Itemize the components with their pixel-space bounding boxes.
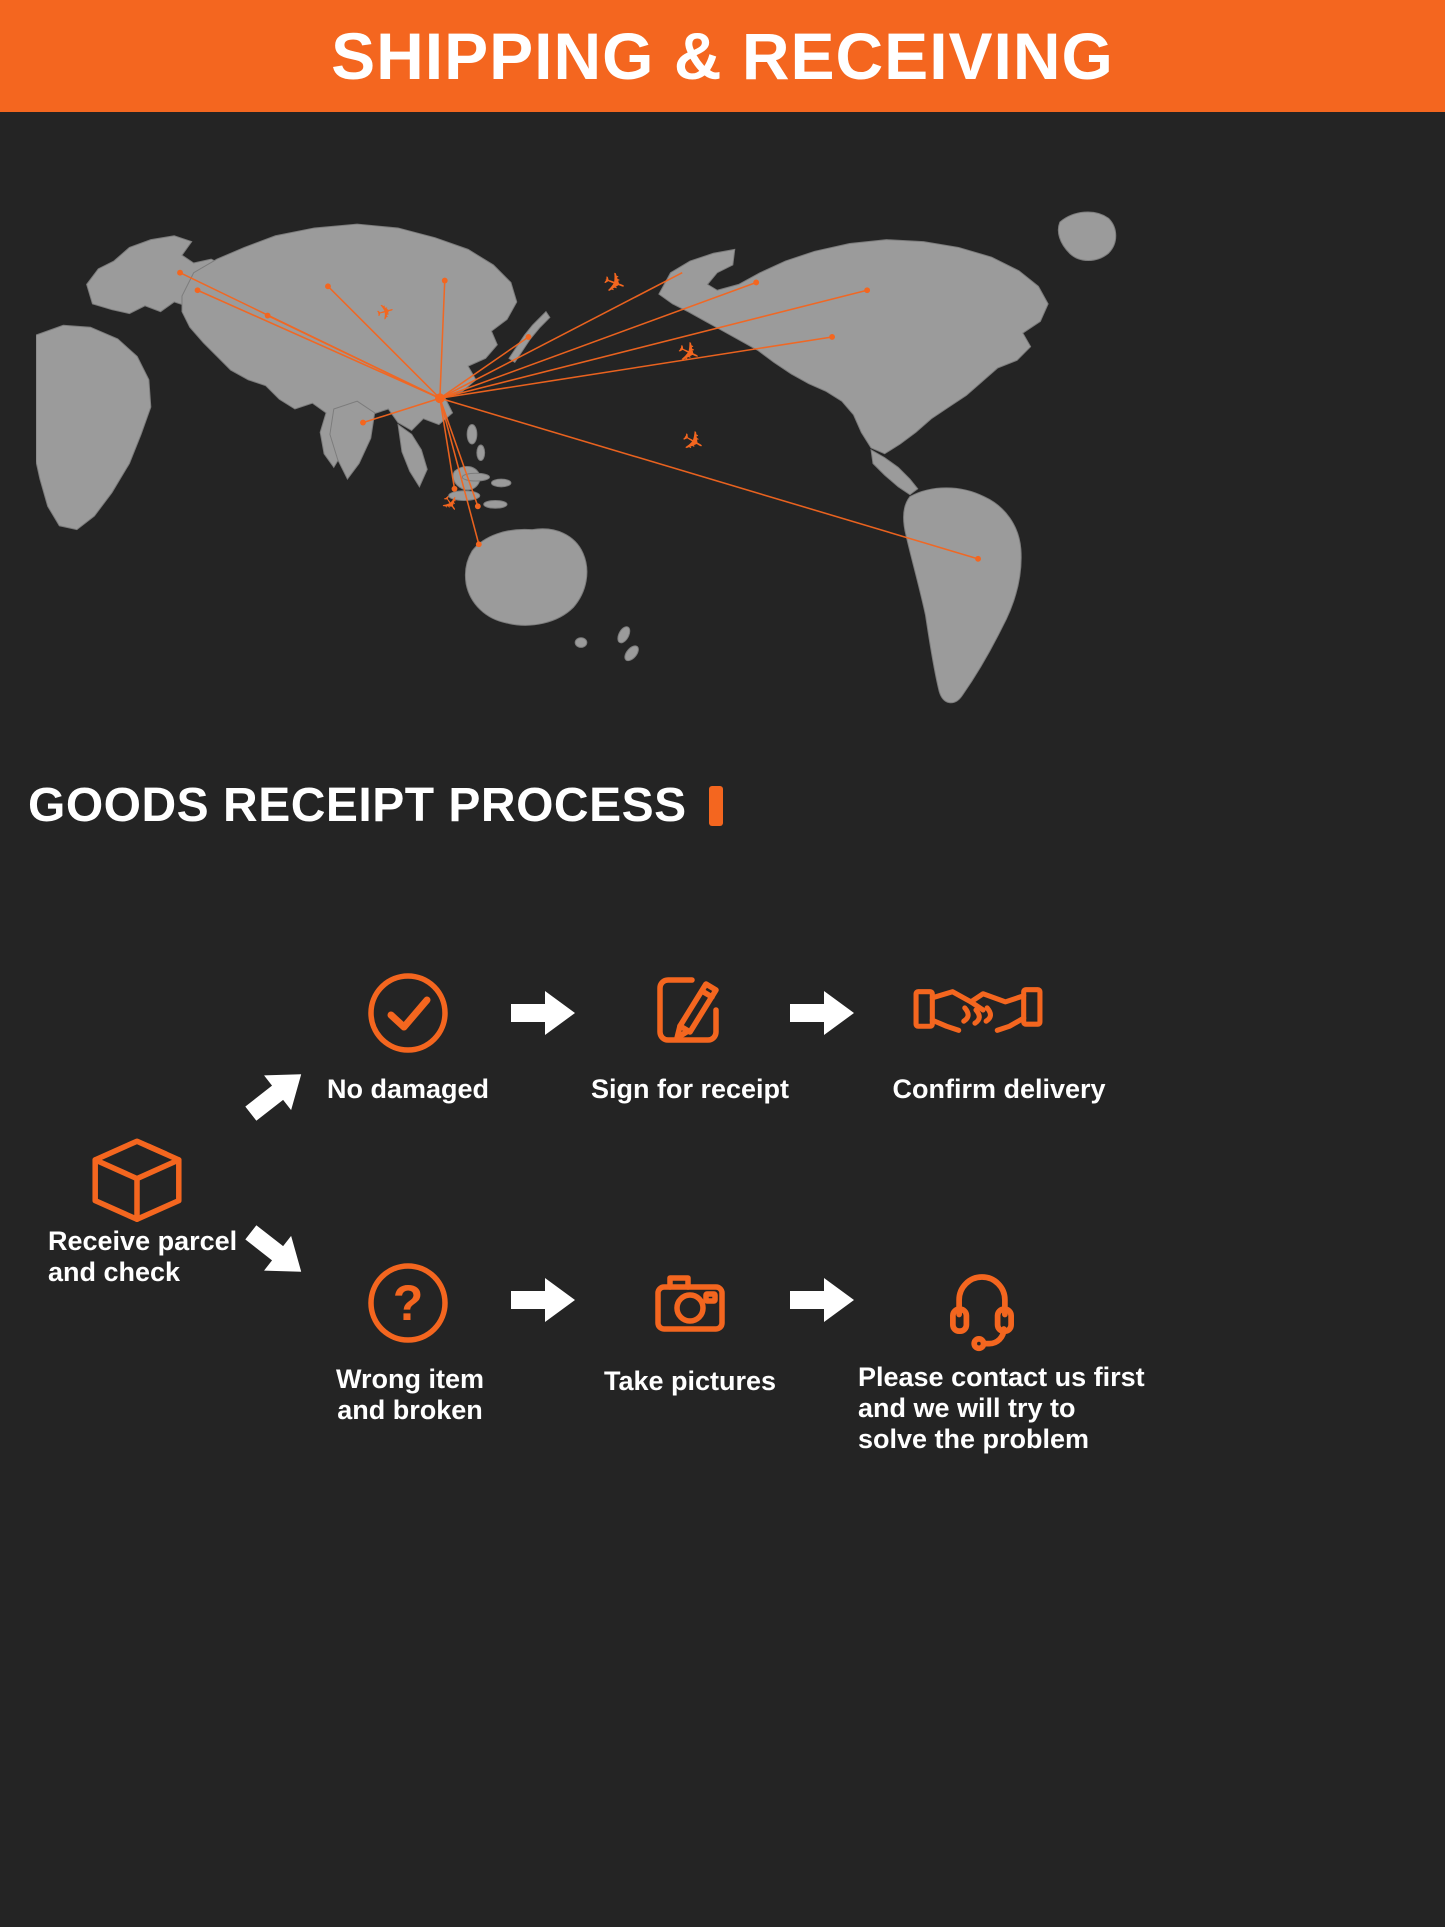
arrow-right-icon	[790, 1278, 854, 1322]
shipping-routes	[179, 272, 979, 560]
label-contact-us-line3: solve the problem	[858, 1424, 1090, 1454]
label-contact-us-line2: and we will try to	[858, 1393, 1076, 1423]
continents	[36, 211, 1117, 704]
parcel-box-icon	[82, 1128, 192, 1238]
continent-asia	[181, 223, 518, 469]
question-mark-glyph: ?	[393, 1275, 424, 1331]
plane-icon: ✈	[374, 298, 398, 327]
route-origin-dot	[435, 393, 445, 404]
plane-icon: ✈	[675, 423, 710, 461]
label-contact-us-line1: Please contact us first	[858, 1362, 1145, 1392]
continent-se-asia	[397, 423, 428, 488]
label-wrong-item: Wrong item and broken	[300, 1364, 520, 1426]
world-map: ✈ ✈ ✈ ✈ ✈	[36, 172, 1126, 717]
camera-icon	[638, 1253, 742, 1353]
label-wrong-item-line1: Wrong item	[336, 1364, 484, 1394]
continent-australia	[464, 528, 588, 626]
start-label-line1: Receive parcel	[48, 1226, 238, 1256]
continent-africa	[36, 324, 152, 531]
label-take-pictures: Take pictures	[603, 1366, 777, 1396]
section-title: GOODS RECEIPT PROCESS	[28, 779, 687, 832]
sign-receipt-icon	[638, 960, 738, 1060]
label-wrong-item-line2: and broken	[337, 1395, 483, 1425]
world-map-svg: ✈ ✈ ✈ ✈ ✈	[36, 211, 1117, 704]
handshake-icon	[912, 968, 1044, 1052]
label-sign-for-receipt: Sign for receipt	[590, 1074, 790, 1104]
label-no-damaged: No damaged	[326, 1074, 490, 1104]
route-endpoints	[177, 269, 981, 562]
page-title: SHIPPING & RECEIVING	[331, 19, 1114, 93]
question-circle-icon: ?	[358, 1253, 458, 1353]
start-label-line2: and check	[48, 1257, 181, 1287]
arrow-right-icon	[511, 1278, 575, 1322]
continent-india	[329, 400, 376, 480]
continent-greenland	[1057, 211, 1117, 262]
arrow-right-icon	[511, 991, 575, 1035]
start-label: Receive parcel and check	[48, 1226, 278, 1288]
label-confirm-delivery: Confirm delivery	[892, 1074, 1106, 1104]
check-circle-icon	[358, 963, 458, 1063]
section-heading: GOODS RECEIPT PROCESS	[28, 778, 723, 833]
arrow-right-icon	[790, 991, 854, 1035]
header-banner: SHIPPING & RECEIVING	[0, 0, 1445, 112]
continent-central-america	[870, 448, 919, 496]
arrow-down-icon	[237, 1215, 315, 1289]
headset-icon	[930, 1250, 1034, 1354]
plane-icon: ✈	[598, 266, 630, 303]
plane-icon: ✈	[671, 335, 705, 373]
label-contact-us: Please contact us first and we will try …	[858, 1362, 1158, 1455]
continent-south-america	[903, 487, 1022, 704]
continent-north-america	[658, 239, 1049, 455]
arrow-up-icon	[237, 1057, 315, 1131]
heading-accent-bar	[708, 785, 723, 826]
